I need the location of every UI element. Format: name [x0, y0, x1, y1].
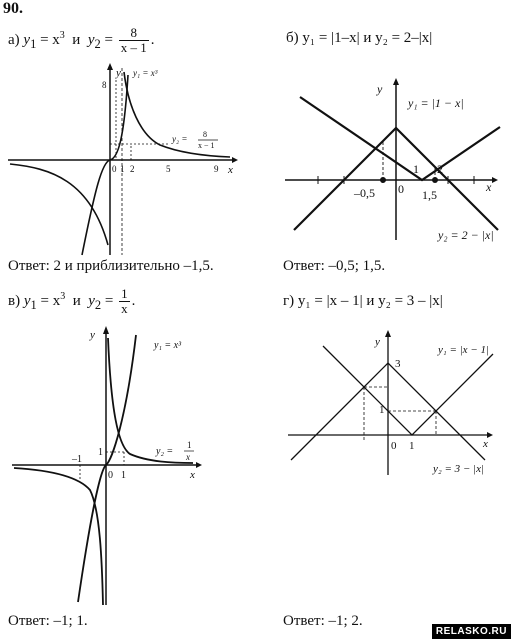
part-b-title: б) y₁ = |1–x| и y₂ = 2–|x| — [286, 30, 433, 46]
graph-b-tick-0: 0 — [398, 182, 404, 196]
graph-a: y x 8 0 1 2 5 9 y₁ = x³ y₂ = 8 x − 1 — [8, 63, 238, 256]
graph-b-point-right — [432, 177, 438, 183]
graph-g-ytick-1: 1 — [379, 404, 385, 416]
a-and: и — [72, 31, 81, 48]
graph-v-tick-0: 0 — [108, 470, 113, 481]
graph-b-tick-15: 1,5 — [422, 188, 437, 202]
graph-b-x-arrow — [492, 177, 498, 183]
graph-v-x-label: x — [189, 469, 195, 481]
v-y2-sub: 2 — [94, 297, 102, 312]
part-a-label: а) — [8, 31, 20, 48]
v-eq2: = — [101, 292, 114, 309]
a-eq1: = x — [36, 31, 60, 48]
graph-a-ytick-8: 8 — [102, 80, 107, 90]
graph-b-tick-2: 2 — [437, 162, 443, 176]
graph-v-tick-neg1: –1 — [71, 454, 82, 465]
graph-g: y x 3 1 0 1 y₁ = |x − 1| y₂ = 3 − |x| — [288, 330, 494, 475]
graph-a-y-label: y — [115, 67, 121, 79]
part-a-answer: Ответ: 2 и приблизительно –1,5. — [8, 258, 214, 274]
graph-b-label-y1: y₁ = |1 − x| — [407, 96, 464, 110]
graph-b-x-label: x — [485, 180, 492, 194]
graph-g-x-arrow — [487, 432, 493, 438]
graph-g-label-y1: y₁ = |x − 1| — [437, 344, 489, 356]
graph-g-y-arrow — [385, 330, 391, 337]
graph-v-tick-1: 1 — [121, 470, 126, 481]
graph-b-line-y2 — [293, 126, 499, 231]
graph-v: y x –1 0 1 1 y₁ = x³ y₂ = 1 x — [12, 326, 202, 606]
part-v-label: в) — [8, 292, 21, 309]
watermark: RELASKO.RU — [431, 624, 511, 639]
a-end: . — [150, 31, 155, 48]
graph-b-label-y2: y₂ = 2 − |x| — [437, 228, 494, 242]
graph-g-tick-0: 0 — [391, 440, 397, 452]
a-y2: y — [87, 31, 95, 48]
graph-v-ytick-1: 1 — [98, 447, 103, 458]
graph-a-label-y2: y₂ = — [171, 134, 187, 144]
graph-v-curve-cubic — [77, 334, 137, 603]
a-y1: y — [23, 31, 31, 48]
graph-v-label-y2-den: x — [185, 452, 190, 462]
graph-g-y-label: y — [374, 336, 380, 348]
v-eq1: = x — [36, 292, 61, 309]
graph-g-x-label: x — [482, 438, 488, 450]
graph-b: y x –0,5 0 1 1,5 2 y₁ = |1 − x| y₂ = 2 −… — [285, 78, 501, 242]
graph-a-label-y2-den: x − 1 — [198, 141, 215, 150]
part-g-answer: Ответ: –1; 2. — [283, 613, 363, 629]
v-end: . — [131, 292, 136, 309]
graph-b-point-left — [380, 177, 386, 183]
part-v-answer: Ответ: –1; 1. — [8, 613, 88, 629]
graph-v-label-y2: y₂ = — [155, 446, 173, 457]
graph-a-label-y1: y₁ = x³ — [132, 68, 158, 78]
graph-a-tick-2: 2 — [130, 164, 135, 174]
part-g-title: г) y₁ = |x – 1| и y₂ = 3 – |x| — [283, 293, 443, 309]
graph-g-label-y2: y₂ = 3 − |x| — [432, 463, 484, 475]
v-and: и — [72, 292, 81, 309]
graph-a-curve-hyperbola-left — [9, 163, 109, 246]
graph-a-tick-9: 9 — [214, 164, 219, 174]
graph-v-x-arrow — [196, 462, 202, 468]
graph-g-line-y1 — [322, 345, 494, 436]
graph-b-y-arrow — [393, 78, 399, 85]
part-b-answer: Ответ: –0,5; 1,5. — [283, 258, 386, 274]
graph-a-x-arrow — [232, 157, 238, 163]
graph-b-y-label: y — [376, 82, 383, 96]
v-eq1-sup: 3 — [60, 290, 66, 302]
graph-g-line-y2 — [290, 362, 486, 461]
graph-a-curve-hyperbola-right — [123, 71, 231, 158]
v-y1-sub: 1 — [30, 297, 37, 312]
v-frac-num: 1 — [119, 286, 130, 302]
a-eq1-sup: 3 — [59, 29, 65, 41]
a-y1-sub: 1 — [30, 36, 37, 51]
graph-b-line-y1 — [299, 96, 501, 182]
graph-a-y-arrow — [107, 63, 113, 70]
v-y2: y — [88, 292, 95, 309]
a-y2-sub: 2 — [94, 36, 101, 51]
graph-b-tick-1: 1 — [413, 162, 419, 176]
graph-a-tick-5: 5 — [166, 164, 171, 174]
graph-v-curve-hyperbola-right — [107, 337, 194, 464]
v-frac-den: x — [121, 301, 128, 316]
graph-a-label-y2-num: 8 — [203, 130, 207, 139]
graph-v-label-y1: y₁ = x³ — [153, 340, 182, 351]
graph-g-ytick-3: 3 — [395, 358, 401, 370]
problem-number: 90. — [3, 0, 23, 17]
graph-v-curve-hyperbola-left — [13, 467, 104, 606]
a-frac-den: x – 1 — [120, 40, 147, 55]
graph-v-y-label: y — [89, 329, 95, 341]
graph-b-tick-neg05: –0,5 — [353, 186, 375, 200]
graph-g-tick-1: 1 — [409, 440, 415, 452]
a-eq2: = — [100, 31, 113, 48]
graph-a-x-label: x — [227, 164, 233, 176]
a-frac-num: 8 — [118, 26, 149, 41]
graph-v-y-arrow — [103, 326, 109, 334]
v-y1: y — [23, 292, 31, 309]
graph-a-tick-0: 0 — [112, 164, 117, 174]
graph-v-label-y2-num: 1 — [187, 440, 192, 450]
